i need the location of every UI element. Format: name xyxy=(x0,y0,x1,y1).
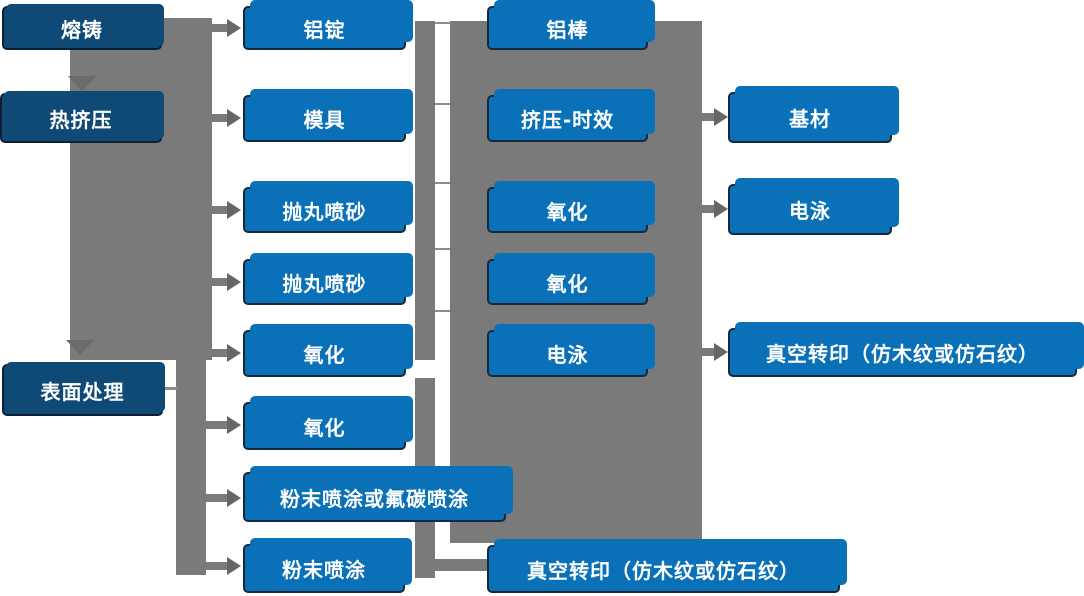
arrow-shaft xyxy=(700,348,714,356)
node-aluminum-ingot: 铝锭 xyxy=(243,0,413,50)
node-aluminum-rod: 铝棒 xyxy=(487,0,655,50)
arrow-to-vacuum-transfer-output xyxy=(714,343,728,361)
arrow-shaft xyxy=(700,205,714,213)
connector-line xyxy=(435,103,450,105)
arrow-to-mold xyxy=(227,109,241,127)
arrow-to-aluminum-ingot xyxy=(227,19,241,37)
node-oxidation-3: 氧化 xyxy=(487,181,655,233)
node-oxidation-1: 氧化 xyxy=(243,324,413,377)
arrow-shaft xyxy=(198,421,227,429)
arrow-shaft xyxy=(205,24,227,32)
arrow-to-electrophoresis-output xyxy=(714,200,728,218)
arrow-down-to-surface-treatment xyxy=(66,340,94,355)
arrow-to-oxidation-1 xyxy=(227,344,241,362)
node-oxidation-2: 氧化 xyxy=(243,396,413,450)
node-vacuum-transfer-print-2: 真空转印（仿木纹或仿石纹） xyxy=(728,322,1084,377)
node-electrophoresis-2: 电泳 xyxy=(728,178,899,235)
stage-melting-casting: 熔铸 xyxy=(2,4,164,50)
arrow-shaft xyxy=(700,113,714,121)
left-spine-narrow-band xyxy=(176,340,206,575)
mid-collector-strip-upper xyxy=(415,21,435,360)
arrow-shaft xyxy=(205,206,227,214)
arrow-down-to-hot-extrusion xyxy=(68,76,96,91)
connector-line xyxy=(435,248,450,250)
node-powder-coating: 粉末喷涂 xyxy=(243,538,412,593)
arrow-shaft xyxy=(198,562,227,570)
arrow-to-shot-blasting-1 xyxy=(227,201,241,219)
arrow-shaft xyxy=(198,494,227,502)
node-mold: 模具 xyxy=(243,89,413,142)
connector-line xyxy=(435,310,450,312)
node-oxidation-4: 氧化 xyxy=(487,253,655,305)
node-powder-or-fluorocarbon-coating: 粉末喷涂或氟碳喷涂 xyxy=(243,466,513,522)
node-extrusion-aging: 挤压-时效 xyxy=(487,89,655,142)
surface-treatment-connector-line xyxy=(162,387,178,390)
arrow-to-oxidation-2 xyxy=(227,416,241,434)
stage-hot-extrusion: 热挤压 xyxy=(0,91,164,143)
node-shot-blasting-2: 抛丸喷砂 xyxy=(243,253,413,305)
connector-line xyxy=(435,22,450,24)
connector-line xyxy=(435,182,450,184)
arrow-shaft xyxy=(205,349,227,357)
arrow-shaft xyxy=(205,114,227,122)
node-substrate: 基材 xyxy=(728,86,899,143)
arrow-to-shot-blasting-2 xyxy=(227,273,241,291)
arrow-to-powder-coating xyxy=(227,557,241,575)
left-spine-wide-band xyxy=(70,18,212,360)
arrow-to-powder-or-fluorocarbon xyxy=(227,489,241,507)
node-electrophoresis-1: 电泳 xyxy=(487,324,655,377)
arrow-shaft xyxy=(205,278,227,286)
arrow-to-substrate xyxy=(714,108,728,126)
node-shot-blasting-1: 抛丸喷砂 xyxy=(243,181,413,233)
bottom-transfer-connector-stub xyxy=(435,559,489,571)
stage-surface-treatment: 表面处理 xyxy=(2,362,165,416)
node-vacuum-transfer-print-1: 真空转印（仿木纹或仿石纹） xyxy=(487,539,847,593)
